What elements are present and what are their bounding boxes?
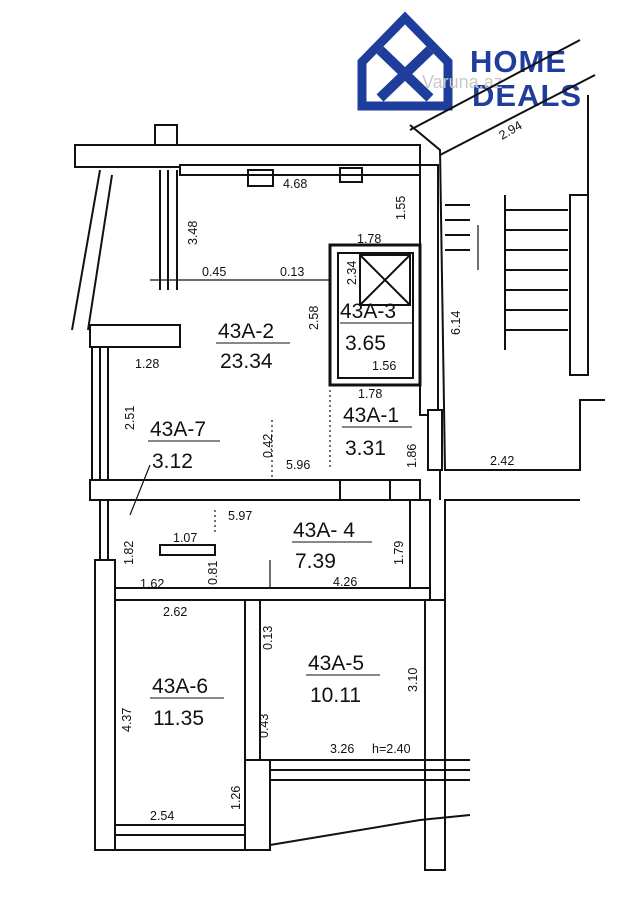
dimension-label: 1.79 [392, 541, 406, 565]
dimension-label: 0.42 [261, 434, 275, 458]
dimension-label: 2.94 [497, 118, 525, 142]
room-label-43a-6: 43A-6 [152, 675, 208, 698]
dimension-lines [129, 225, 479, 588]
dimension-label: 2.42 [490, 454, 514, 468]
dimension-label: 4.68 [283, 177, 307, 191]
dimension-label: 0.45 [202, 265, 226, 279]
dimension-label: 1.07 [173, 531, 197, 545]
room-area-43a-1: 3.31 [345, 437, 386, 460]
dimension-label: 3.26 [330, 742, 354, 756]
dimension-label: 1.82 [122, 541, 136, 565]
room-area-43a-7: 3.12 [152, 450, 193, 473]
walls [71, 39, 605, 871]
dimension-label: 3.48 [186, 221, 200, 245]
room-label-43a-1: 43A-1 [343, 404, 399, 427]
dimension-label: 1.78 [357, 232, 381, 246]
dimension-label: 1.28 [135, 357, 159, 371]
house-logo-icon [357, 11, 453, 111]
room-label-43a-7: 43A-7 [150, 418, 206, 441]
dimension-label: 1.55 [394, 196, 408, 220]
dimension-label: 5.97 [228, 509, 252, 523]
dimension-labels: 4.68 1.55 3.48 1.78 0.45 0.13 2.58 2.34 … [120, 118, 525, 823]
room-label-43a-3: 43A-3 [340, 300, 396, 323]
dimension-label: 2.58 [307, 306, 321, 330]
dimension-label: 3.10 [406, 668, 420, 692]
dimension-label: 5.96 [286, 458, 310, 472]
dimension-label: 0.13 [280, 265, 304, 279]
room-label-43a-4: 43A- 4 [293, 519, 355, 542]
dimension-label: 2.51 [123, 406, 137, 430]
dimension-label: 4.26 [333, 575, 357, 589]
dimension-label: 1.56 [372, 359, 396, 373]
dimension-label: 2.34 [345, 261, 359, 285]
room-labels: 43A-2 23.34 43A-3 3.65 43A-1 3.31 43A-7 … [148, 300, 412, 730]
room-label-43a-2: 43A-2 [218, 320, 274, 343]
room-label-43a-5: 43A-5 [308, 652, 364, 675]
dimension-label: 0.13 [261, 626, 275, 650]
home-deals-logo: HOME DEALS [357, 11, 582, 113]
dimension-label: 1.26 [229, 786, 243, 810]
room-area-43a-3: 3.65 [345, 332, 386, 355]
dimension-label: 0.43 [257, 714, 271, 738]
dimension-label: 1.78 [358, 387, 382, 401]
watermark-text: Varuna.az [422, 72, 503, 92]
dimension-label: h=2.40 [372, 742, 411, 756]
room-area-43a-4: 7.39 [295, 550, 336, 573]
room-area-43a-2: 23.34 [220, 350, 273, 373]
dimension-label: 1.86 [405, 444, 419, 468]
logo-line-2: DEALS [472, 78, 582, 113]
dimension-label: 2.62 [163, 605, 187, 619]
dimension-label: 1.62 [140, 577, 164, 591]
dimension-label: 2.54 [150, 809, 174, 823]
dimension-label: 0.81 [206, 561, 220, 585]
dimension-label: 6.14 [449, 311, 463, 335]
room-area-43a-6: 11.35 [153, 707, 204, 730]
dimension-label: 4.37 [120, 708, 134, 732]
room-area-43a-5: 10.11 [310, 684, 361, 707]
